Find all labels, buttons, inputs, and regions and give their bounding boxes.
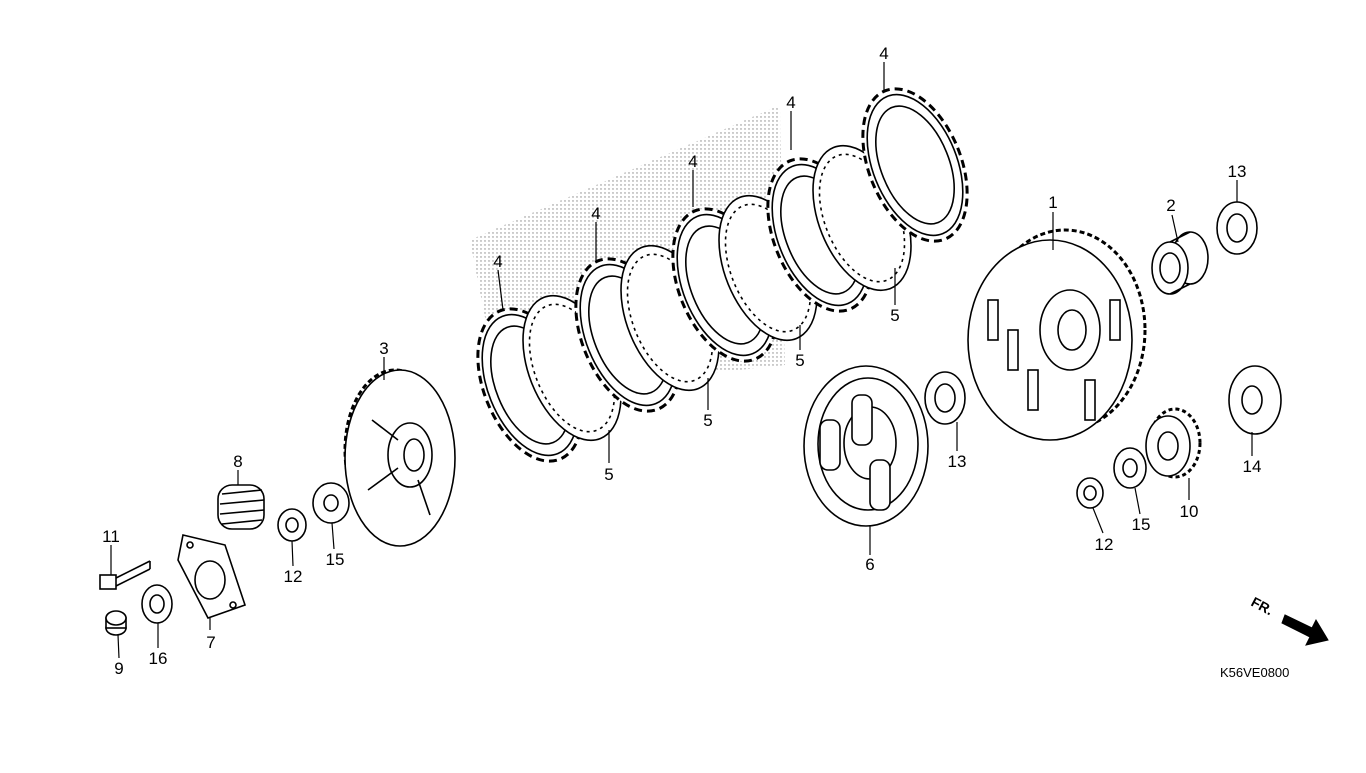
callout-4-second: 4 <box>591 204 600 223</box>
callout-5-fourth: 5 <box>890 306 899 325</box>
clutch-outer <box>967 228 1147 441</box>
callout-8: 8 <box>233 452 242 471</box>
callout-12-left: 12 <box>284 567 303 586</box>
diagram-code: K56VE0800 <box>1220 665 1289 680</box>
callouts: 1 2 13 3 4 4 4 4 4 5 5 5 5 6 7 8 9 10 11… <box>102 44 1261 678</box>
front-label: FR. <box>1249 594 1276 619</box>
callout-14: 14 <box>1243 457 1262 476</box>
clutch-center <box>343 368 456 547</box>
washer-15-left <box>312 482 350 524</box>
callout-5-third: 5 <box>795 351 804 370</box>
callout-5-second: 5 <box>703 411 712 430</box>
callout-3: 3 <box>379 339 388 358</box>
callout-4-fifth: 4 <box>879 44 888 63</box>
leader-lines <box>110 62 1253 659</box>
callout-13-lower: 13 <box>948 452 967 471</box>
callout-5-first: 5 <box>604 465 613 484</box>
thrust-washer-13-upper <box>1216 201 1258 255</box>
lock-nut-12-right <box>1076 477 1104 509</box>
flange-bolt <box>99 560 151 590</box>
callout-16: 16 <box>149 649 168 668</box>
callout-10: 10 <box>1180 502 1199 521</box>
callout-1: 1 <box>1048 193 1057 212</box>
lifter-piece <box>105 610 127 636</box>
outer-guide-bushing <box>1151 231 1209 295</box>
callout-11: 11 <box>102 527 120 546</box>
front-arrow-icon <box>1281 614 1329 646</box>
callout-4-first: 4 <box>493 252 502 271</box>
callout-13-upper: 13 <box>1228 162 1247 181</box>
lock-nut-12-left <box>277 508 307 542</box>
thrust-washer-13-lower <box>924 371 966 425</box>
washer-15-right <box>1113 447 1147 489</box>
lifter-plate <box>177 534 247 619</box>
clutch-spring <box>217 484 265 530</box>
washer-14 <box>1228 365 1282 435</box>
callout-15-right: 15 <box>1132 515 1151 534</box>
friction-disc-5 <box>861 87 969 243</box>
callout-15-left: 15 <box>326 550 345 569</box>
callout-6: 6 <box>865 555 874 574</box>
callout-2: 2 <box>1166 196 1175 215</box>
drive-gear <box>1145 407 1202 479</box>
callout-4-third: 4 <box>688 152 697 171</box>
pressure-plate <box>803 365 929 527</box>
callout-12-right: 12 <box>1095 535 1114 554</box>
callout-7: 7 <box>206 633 215 652</box>
callout-9: 9 <box>114 659 123 678</box>
bearing <box>141 584 173 624</box>
callout-4-fourth: 4 <box>786 93 795 112</box>
front-direction-marker: FR. <box>1249 594 1329 646</box>
